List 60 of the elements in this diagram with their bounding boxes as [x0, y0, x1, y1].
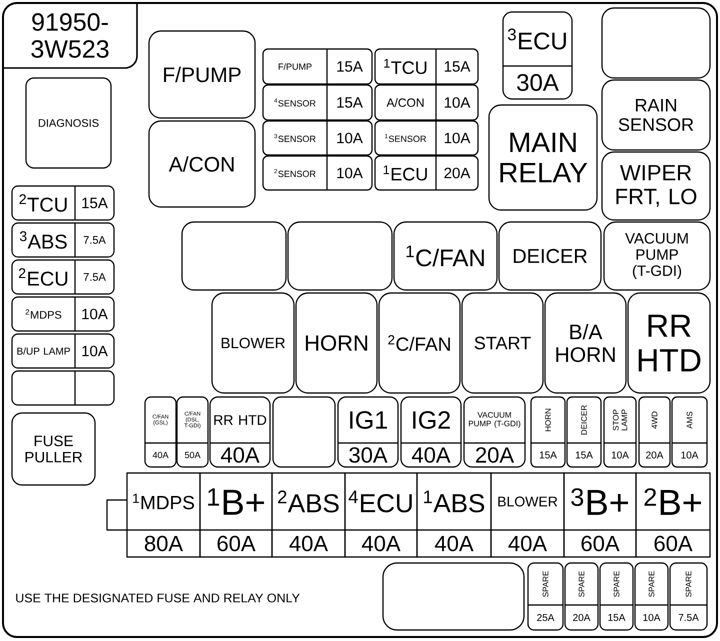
fuse-box: SPARE 15A: [599, 562, 634, 631]
fuse-box: 4WD 20A: [638, 396, 671, 468]
relay-box: MAIN RELAY: [488, 104, 598, 211]
fuse-box: $^{3}$ECU 30A: [502, 11, 573, 100]
fuse-box: $^{2}$B+ 60A: [635, 472, 711, 558]
fuse-box: $^{1}$SENSOR 10A: [374, 120, 479, 156]
fuse-box: $^{1}$TCU 15A: [374, 48, 479, 85]
relay-box: A/CON: [148, 120, 256, 208]
relay-box: RR HTD: [627, 292, 711, 394]
empty-slot: [272, 396, 336, 468]
fuse-box: A/CON 10A: [374, 84, 479, 121]
fuse-box: HORN 15A: [530, 396, 566, 468]
fuse-box: $^{3}$SENSOR 10A: [262, 120, 373, 156]
fuse-box: VACUUM PUMP (T-GDI) 20A: [463, 396, 526, 468]
fuse-box: $^{3}$B+ 60A: [563, 472, 637, 558]
fuse-box: $^{2}$SENSOR 10A: [262, 155, 373, 191]
fuse-box: F/PUMP 15A: [262, 48, 373, 85]
empty-slot: [601, 7, 711, 79]
relay-box: BLOWER: [211, 292, 295, 394]
relay-box: DEICER: [498, 221, 602, 291]
fuse-box: STOP LAMP 10A: [603, 396, 637, 468]
fuse-box: $^{1}$MDPS 80A: [126, 472, 201, 558]
fuse-box: $^{2}$ECU 7.5A: [11, 259, 115, 295]
fuse-box: IG2 40A: [400, 396, 462, 468]
relay-box: HORN: [295, 292, 378, 394]
empty-slot: [11, 370, 115, 406]
relay-box: $^{2}$C/FAN: [378, 292, 461, 394]
fuse-box: RR HTD 40A: [209, 396, 271, 468]
fuse-box: $^{3}$ABS 7.5A: [11, 222, 115, 258]
fuse-box: SPARE 7.5A: [669, 562, 708, 631]
fuse-box: $^{2}$ABS 40A: [271, 472, 346, 558]
relay-box: $^{1}$C/FAN: [393, 221, 498, 291]
fuse-box: $^{1}$ECU 20A: [374, 155, 479, 191]
fuse-box: SPARE 20A: [564, 562, 599, 631]
fuse-box: $^{2}$MDPS 10A: [11, 296, 115, 332]
instruction-text: USE THE DESIGNATED FUSE AND RELAY ONLY: [16, 594, 300, 602]
fuse-box: IG1 30A: [337, 396, 399, 468]
relay-box: START: [461, 292, 544, 394]
relay-box: B/A HORN: [544, 292, 627, 394]
connector-box: DIAGNOSIS: [25, 77, 112, 169]
fuse-box: $^{1}$B+ 60A: [199, 472, 273, 558]
fuse-box: $^{2}$TCU 15A: [11, 185, 115, 221]
empty-slot: [181, 221, 287, 291]
fuse-box: SPARE 25A: [527, 562, 564, 631]
empty-slot: [287, 221, 393, 291]
part-number-tab: 91950-3W523: [3, 3, 138, 69]
relay-box: VACUUM PUMP (T-GDI): [603, 221, 711, 291]
fuse-box: BLOWER 40A: [490, 472, 565, 558]
fuse-box: B/UP LAMP 10A: [11, 333, 115, 369]
fuse-box: $^{4}$SENSOR 15A: [262, 84, 373, 121]
fuse-box: DEICER 15A: [566, 396, 602, 468]
fuse-box: SPARE 10A: [634, 562, 669, 631]
empty-slot: [382, 562, 525, 631]
fuse-puller: FUSE PULLER: [11, 412, 96, 486]
relay-box: F/PUMP: [148, 30, 256, 119]
fuse-box: $^{4}$ECU 40A: [344, 472, 418, 558]
fuse-box: AMS 10A: [671, 396, 708, 468]
relay-box: WIPER FRT, LO: [601, 151, 711, 221]
fuse-box: $^{1}$ABS 40A: [416, 472, 492, 558]
relay-box: RAIN SENSOR: [601, 79, 711, 151]
